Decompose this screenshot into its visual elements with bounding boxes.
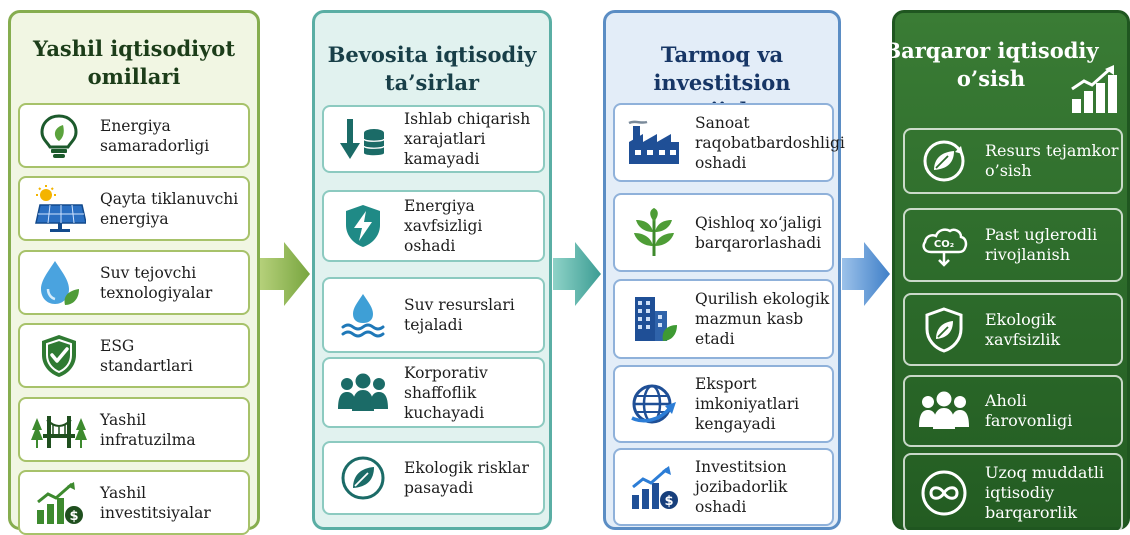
water-drop-waves-icon [334,291,392,339]
people-group-icon [334,369,392,417]
growth-label: Ekologik xavfsizlik [985,309,1061,349]
outcome-card-investment: $ Investitsion jozibadorlik oshadi [613,448,834,526]
factor-label: Qayta tiklanuvchi energiya [100,189,239,228]
co2-cloud-icon: CO₂ [915,221,973,269]
factor-label: Energiya samaradorligi [100,116,210,155]
factor-label: Yashil investitsiyalar [100,483,211,522]
column-title: Yashil iqtisodiyot omillari [32,36,236,89]
flow-arrow-2 [553,240,603,312]
svg-text:CO₂: CO₂ [934,239,954,250]
growth-card-wellbeing: Aholi farovonligi [903,375,1123,447]
solar-panel-icon [30,184,88,233]
people-group-icon [915,387,973,435]
effect-label: Korporativ shaffoflik kuchayadi [404,363,488,422]
outcome-label: Eksport imkoniyatlari kengayadi [695,375,800,433]
factor-label: ESG standartlari [100,336,193,375]
outcome-label: Sanoat raqobatbardoshligi oshadi [695,113,845,172]
growth-card-ecological-security: Ekologik xavfsizlik [903,293,1123,366]
flow-arrow-1 [260,240,312,312]
water-drop-leaf-icon [30,259,88,307]
shield-leaf-icon [915,306,973,354]
effect-card-water-resources: Suv resurslari tejaladi [322,277,545,353]
factor-label: Suv tejovchi texnologiyalar [100,263,213,302]
column-title: Tarmoq va investitsion natijalar [653,42,791,123]
outcome-card-agriculture: Qishloq xo‘jaligi barqarorlashadi [613,193,834,272]
growth-label: Resurs tejamkor o’sish [985,141,1119,180]
factor-card-water-saving: Suv tejovchi texnologiyalar [18,250,250,315]
factor-card-esg-standards: ESG standartlari [18,323,250,388]
column-title: Barqaror iqtisodiy o’sish [883,38,1099,91]
outcome-card-construction: Qurilish ekologik mazmun kasb etadi [613,279,834,359]
shield-lightning-icon [334,202,392,250]
leaf-cycle-icon [915,137,973,185]
sustainable-growth-column: Barqaror iqtisodiy o’sish Resurs tejamko… [883,10,1130,533]
shield-check-icon [30,332,88,380]
arrow-down-coins-icon [334,115,392,163]
outcome-card-export: Eksport imkoniyatlari kengayadi [613,365,834,443]
factor-card-green-infrastructure: Yashil infratuzilma [18,397,250,462]
outcome-label: Qishloq xo‘jaligi barqarorlashadi [695,213,822,252]
growth-card-long-term-sustainability: Uzoq muddatli iqtisodiy barqarorlik [903,453,1123,533]
factor-card-green-investments: $ Yashil investitsiyalar [18,470,250,535]
effect-card-ecological-risks: Ekologik risklar pasayadi [322,441,545,515]
sector-outcomes-column: Tarmoq va investitsion natijalar Sanoat … [603,10,845,530]
effect-card-energy-security: Energiya xavfsizligi oshadi [322,190,545,262]
effect-card-corporate-transparency: Korporativ shaffoflik kuchayadi [322,357,545,428]
column-title: Bevosita iqtisodiy ta’sirlar [327,42,537,95]
plant-icon [625,207,683,257]
growth-card-low-carbon: CO₂ Past uglerodli rivojlanish [903,208,1123,282]
factors-column: Yashil iqtisodiyot omillari Energiya sam… [8,10,260,535]
effect-label: Ekologik risklar pasayadi [404,459,529,497]
effect-label: Ishlab chiqarish xarajatlari kamayadi [404,110,531,168]
green-bridge-icon [30,406,88,454]
investment-chart-icon: $ [625,463,683,511]
growth-label: Past uglerodli rivojlanish [985,225,1098,264]
growth-card-resource-efficient: Resurs tejamkor o’sish [903,128,1123,194]
green-building-icon [625,295,683,343]
infinity-icon [915,469,973,517]
effect-card-costs: Ishlab chiqarish xarajatlari kamayadi [322,105,545,173]
direct-effects-column: Bevosita iqtisodiy ta’sirlar Ishlab chiq… [312,10,552,530]
factory-icon [625,119,683,167]
globe-arrow-icon [625,380,683,428]
growth-bars-icon [1070,65,1120,119]
effect-label: Energiya xavfsizligi oshadi [404,197,483,255]
leaf-circle-icon [334,454,392,502]
svg-text:$: $ [664,494,673,509]
outcome-label: Investitsion jozibadorlik oshadi [695,458,788,516]
effect-label: Suv resurslari tejaladi [404,296,515,334]
svg-text:$: $ [69,509,78,524]
factor-card-energy-efficiency: Energiya samaradorligi [18,103,250,168]
lightbulb-leaf-icon [30,112,88,160]
growth-label: Aholi farovonligi [985,391,1073,430]
factor-label: Yashil infratuzilma [100,410,196,449]
growth-chart-dollar-icon: $ [30,479,88,527]
outcome-label: Qurilish ekologik mazmun kasb etadi [695,290,830,348]
outcome-card-industry: Sanoat raqobatbardoshligi oshadi [613,103,845,182]
factor-card-renewable-energy: Qayta tiklanuvchi energiya [18,176,250,241]
flow-arrow-3 [842,240,892,312]
growth-label: Uzoq muddatli iqtisodiy barqarorlik [985,463,1105,522]
